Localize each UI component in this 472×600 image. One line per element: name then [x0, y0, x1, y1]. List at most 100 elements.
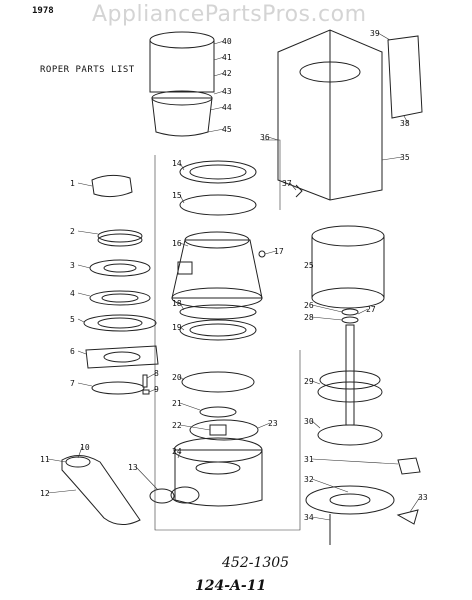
part-14-gasket	[179, 160, 257, 184]
callout-leader-42	[213, 72, 225, 77]
callout-leader-37	[289, 182, 297, 191]
callout-11: 11	[40, 455, 50, 464]
part-9-screw	[142, 389, 150, 395]
callout-leader-30	[311, 420, 321, 429]
part-8-screw	[142, 374, 148, 388]
part-17-clip	[258, 250, 266, 258]
callout-36: 36	[260, 133, 270, 142]
callout-14: 14	[172, 159, 182, 168]
part-22-23-bearing	[189, 419, 259, 441]
callout-22: 22	[172, 421, 182, 430]
callout-leader-31	[311, 458, 399, 465]
callout-leader-27	[357, 308, 369, 315]
part-25-motor-shell	[311, 225, 385, 309]
callout-leader-8	[146, 372, 157, 379]
callout-leader-9	[148, 388, 157, 393]
callout-leader-40	[213, 40, 225, 45]
callout-16: 16	[172, 239, 182, 248]
callout-33: 33	[418, 493, 428, 502]
callout-leader-3	[77, 264, 91, 269]
callout-2: 2	[70, 227, 75, 236]
part-13-clamp	[149, 486, 200, 504]
part-3-flange	[89, 259, 151, 277]
callout-15: 15	[172, 191, 182, 200]
watermark: AppliancePartsPros.com	[92, 2, 367, 27]
callout-42: 42	[222, 69, 232, 78]
callout-leader-1	[77, 182, 93, 187]
callout-leader-35	[381, 156, 403, 161]
callout-leader-23	[257, 422, 271, 429]
callout-leader-22	[179, 424, 211, 431]
callout-leader-7	[77, 382, 93, 387]
part-37-clip	[295, 184, 303, 198]
part-35-36-jacket	[277, 29, 383, 201]
callout-37: 37	[282, 179, 292, 188]
callout-5: 5	[70, 315, 75, 324]
callout-leader-28	[311, 316, 343, 321]
callout-4: 4	[70, 289, 75, 298]
callout-43: 43	[222, 87, 232, 96]
year-label: 1978	[32, 6, 54, 16]
part-26-28-washers	[341, 308, 359, 324]
callout-leader-11	[47, 458, 67, 463]
callout-leader-4	[77, 292, 91, 297]
part-2-ring	[97, 229, 143, 247]
callout-32: 32	[304, 475, 314, 484]
part-15-ring	[179, 194, 257, 216]
callout-20: 20	[172, 373, 182, 382]
callout-1: 1	[70, 179, 75, 188]
callout-leader-2	[77, 230, 99, 235]
callout-leader-14	[179, 162, 185, 171]
part-18-seal	[179, 304, 257, 320]
callout-27: 27	[366, 305, 376, 314]
callout-39: 39	[370, 29, 380, 38]
callout-leader-12	[47, 489, 77, 494]
callout-leader-45	[207, 128, 225, 133]
callout-23: 23	[268, 419, 278, 428]
callout-leader-13	[135, 466, 159, 491]
handwritten-part-number: 452-1305	[222, 555, 290, 571]
part-7-snap-ring	[91, 381, 145, 395]
callout-8: 8	[154, 369, 159, 378]
callout-leader-16	[179, 242, 189, 247]
callout-leader-33	[409, 496, 421, 513]
callout-18: 18	[172, 299, 182, 308]
callout-34: 34	[304, 513, 314, 522]
handwritten-reference: 124-A-11	[195, 578, 267, 594]
callout-44: 44	[222, 103, 232, 112]
callout-leader-24	[177, 450, 181, 459]
callout-leader-18	[179, 302, 185, 311]
part-6-mounting-plate	[85, 345, 159, 369]
part-31-32-bracket	[397, 457, 421, 475]
part-24-housing	[173, 437, 263, 507]
callout-31: 31	[304, 455, 314, 464]
callout-leader-19	[179, 326, 185, 331]
callout-19: 19	[172, 323, 182, 332]
callout-leader-10	[77, 446, 83, 459]
callout-leader-39	[377, 32, 391, 41]
callout-38: 38	[400, 119, 410, 128]
part-38-39-plate	[387, 35, 423, 119]
callout-17: 17	[274, 247, 284, 256]
callout-41: 41	[222, 53, 232, 62]
callout-leader-6	[77, 350, 87, 355]
part-33-cap	[396, 509, 419, 525]
callout-leader-20	[179, 376, 185, 381]
callout-leader-34	[311, 516, 331, 521]
part-20-turntable	[181, 371, 255, 393]
callout-leader-36	[267, 136, 279, 141]
callout-10: 10	[80, 443, 90, 452]
part-4-gasket	[89, 290, 151, 306]
callout-25: 25	[304, 261, 314, 270]
callout-leader-15	[179, 194, 185, 204]
callout-35: 35	[400, 153, 410, 162]
callout-21: 21	[172, 399, 182, 408]
callout-leader-32	[311, 478, 349, 493]
part-16-hopper	[171, 231, 263, 309]
callout-7: 7	[70, 379, 75, 388]
callout-leader-41	[213, 56, 225, 61]
callout-45: 45	[222, 125, 232, 134]
parts-list-title: ROPER PARTS LIST	[40, 65, 135, 75]
callout-leader-21	[179, 402, 201, 411]
